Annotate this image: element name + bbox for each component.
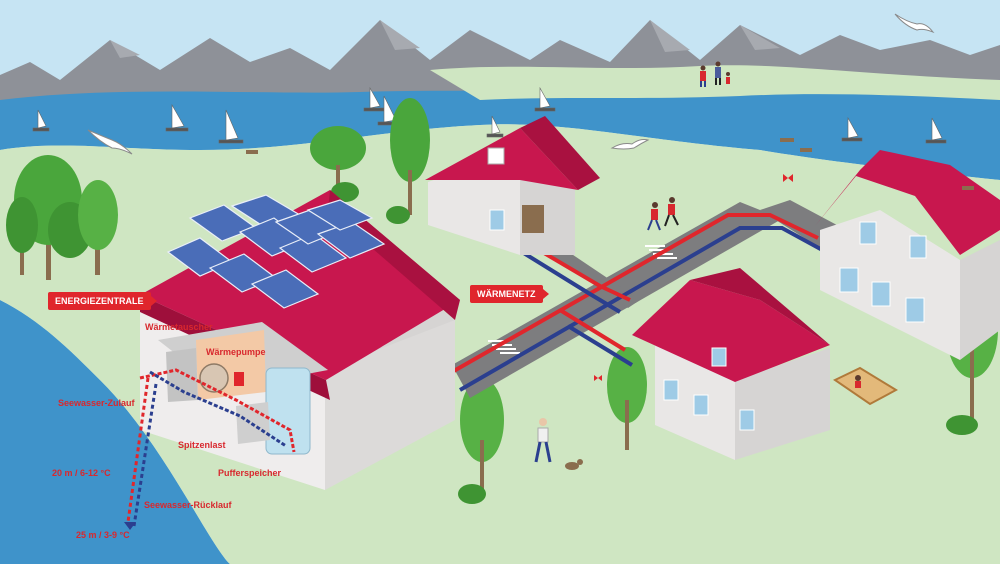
waermenetz-tag: WÄRMENETZ <box>470 285 548 303</box>
solar-panel-icon <box>166 194 386 309</box>
seewasser-ruecklauf-label: Seewasser-Rücklauf <box>144 500 232 510</box>
pufferspeicher-label: Pufferspeicher <box>218 468 282 478</box>
seewasser-zulauf-label: Seewasser-Zulauf <box>58 398 135 408</box>
house-right <box>815 150 1000 360</box>
house-middle <box>632 268 830 460</box>
waermepumpe-label: Wärmepumpe <box>206 347 266 357</box>
person-icon <box>534 197 679 463</box>
spitzenlast-label: Spitzenlast <box>178 440 226 450</box>
seawater-pipes <box>124 377 158 530</box>
depth-25m-label: 25 m / 3-9 °C <box>76 530 130 540</box>
dog-icon <box>565 459 583 470</box>
heat-network-pipes <box>451 213 827 392</box>
energiezentrale-tag: ENERGIEZENTRALE <box>48 292 157 310</box>
lake <box>0 88 1000 180</box>
butterfly-icon <box>594 174 793 381</box>
waermetauscher-label: Wärmetauscher <box>145 322 213 332</box>
person-icon <box>700 61 730 87</box>
bench-icon <box>246 138 974 190</box>
depth-20m-label: 20 m / 6-12 °C <box>52 468 111 478</box>
seagull-icon <box>87 13 935 155</box>
lake-shore-left <box>0 300 230 564</box>
internal-pipes <box>139 368 296 453</box>
sandbox-icon <box>833 366 899 406</box>
sailboat-icon <box>32 86 947 144</box>
house-back <box>425 116 600 255</box>
